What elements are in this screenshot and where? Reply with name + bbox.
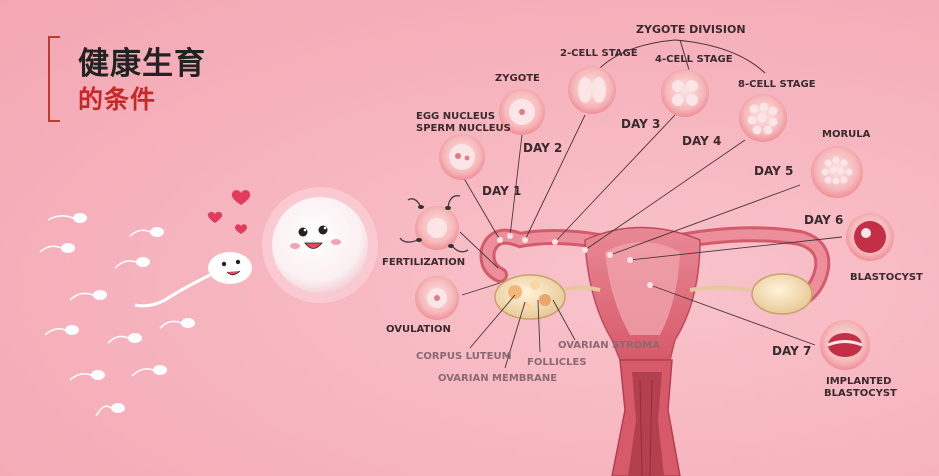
label-4-cell-stage: 4-CELL STAGE [655,54,733,65]
label-blastocyst: BLASTOCYST [850,272,923,283]
label-day-5: DAY 5 [754,164,794,178]
cell-8-cell [739,94,787,142]
ovary-right [751,273,813,315]
label-implanted: IMPLANTED [826,376,892,387]
sperm-group [39,213,195,417]
sperm-cell [95,403,125,417]
label-2-cell-stage: 2-CELL STAGE [560,48,638,59]
label-day-7: DAY 7 [772,344,812,358]
label-fertilization: FERTILIZATION [382,257,466,268]
label-corpus-luteum: CORPUS LUTEUM [416,351,512,362]
label-ovarian-membrane: OVARIAN MEMBRANE [438,373,558,384]
sperm-cell [69,370,105,381]
label-sperm-nucleus: SPERM NUCLEUS [416,123,511,134]
sperm-cell [47,213,87,223]
label-egg-nucleus: EGG NUCLEUS [416,111,496,122]
sperm-cell [159,318,195,329]
ovary-left [494,274,566,320]
cell-implanted-blastocyst [820,320,870,370]
hearts-decoration [207,190,251,234]
sperm-cell [44,325,79,336]
sperm-cell [129,227,164,237]
sperm-cell [107,333,142,344]
cartoon-egg [262,187,378,303]
label-day-2: DAY 2 [523,141,563,155]
cell-zygote [499,89,545,135]
cell-4-cell [661,69,709,117]
label-ovarian-stroma: OVARIAN STROMA [558,340,660,351]
label-day-1: DAY 1 [482,184,522,198]
cell-egg-sperm-nucleus [439,134,485,180]
uterus-illustration [479,226,831,476]
label-follicles: FOLLICLES [527,357,587,368]
label-day-4: DAY 4 [682,134,722,148]
sperm-cell [131,365,167,377]
cell-fertilization [399,195,469,253]
cell-morula [811,146,863,198]
pointer-lines [459,114,843,369]
cell-2-cell [568,66,616,114]
zygote-division-bracket [594,39,766,74]
sperm-cell [69,290,107,301]
cartoon-sperm [134,252,252,308]
cell-blastocyst [846,213,894,261]
label-morula: MORULA [822,129,871,140]
cell-ovulation [415,276,459,320]
label-ovulation: OVULATION [386,324,451,335]
label-zygote: ZYGOTE [495,73,540,84]
tube-markers [497,233,653,288]
label-8-cell-stage: 8-CELL STAGE [738,79,816,90]
title-bracket [48,36,60,122]
zygote-division-heading: ZYGOTE DIVISION [636,23,746,36]
sperm-cell [39,243,75,253]
label-implanted-blastocyst: BLASTOCYST [824,388,897,399]
label-day-6: DAY 6 [804,213,844,227]
sperm-cell [114,257,150,269]
label-day-3: DAY 3 [621,117,661,131]
page-title: 健康生育 [78,46,206,82]
page-subtitle: 的条件 [78,85,157,114]
